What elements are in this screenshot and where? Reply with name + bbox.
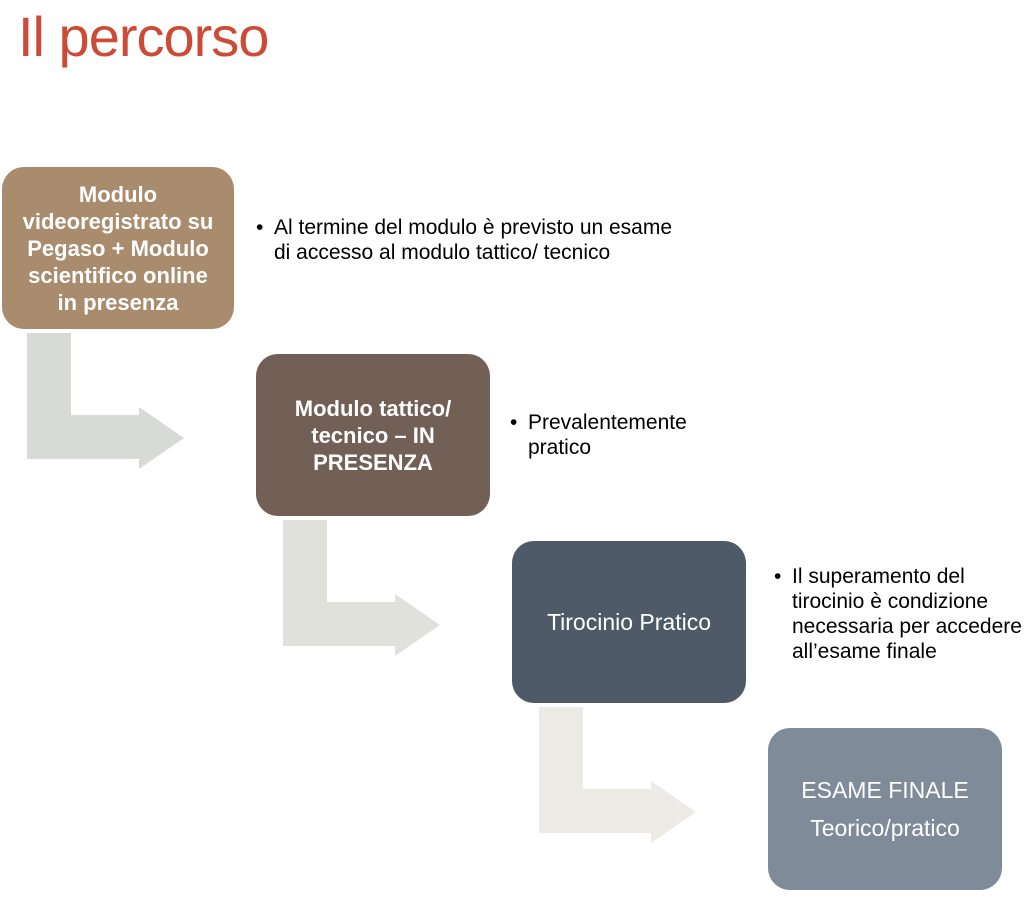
step-line: in presenza bbox=[57, 289, 179, 315]
step-note-2: Prevalentemente pratico bbox=[510, 410, 740, 460]
step-line: Pegaso + Modulo bbox=[27, 235, 209, 261]
step-line: Modulo bbox=[78, 181, 158, 207]
page-title: Il percorso bbox=[18, 5, 269, 68]
note-bullet: Il superamento del tirocinio è condizion… bbox=[774, 564, 1032, 664]
step-box-esame-finale: ESAME FINALE Teorico/pratico bbox=[768, 728, 1002, 890]
bent-arrow-icon bbox=[539, 707, 696, 843]
bent-arrow-icon bbox=[27, 333, 184, 469]
step-line: videoregistrato su bbox=[22, 208, 214, 234]
note-bullet: Al termine del modulo è previsto un esam… bbox=[256, 215, 676, 265]
step-box-modulo-videoregistrato: Modulo videoregistrato su Pegaso + Modul… bbox=[2, 167, 234, 329]
step-line: tecnico – IN bbox=[311, 422, 435, 448]
step-line: Tirocinio Pratico bbox=[546, 608, 712, 635]
step-box-modulo-tattico: Modulo tattico/ tecnico – IN PRESENZA bbox=[256, 354, 490, 516]
step-note-1: Al termine del modulo è previsto un esam… bbox=[256, 215, 676, 265]
bent-arrow-icon bbox=[283, 520, 440, 656]
step-line: ESAME FINALE bbox=[801, 777, 969, 803]
step-line: PRESENZA bbox=[313, 449, 433, 475]
step-line: Modulo tattico/ bbox=[294, 395, 452, 421]
step-line: scientifico online bbox=[28, 262, 208, 288]
step-note-3: Il superamento del tirocinio è condizion… bbox=[774, 564, 1032, 664]
note-bullet: Prevalentemente pratico bbox=[510, 410, 740, 460]
step-line: Teorico/pratico bbox=[810, 815, 960, 841]
step-box-tirocinio: Tirocinio Pratico bbox=[512, 541, 746, 703]
